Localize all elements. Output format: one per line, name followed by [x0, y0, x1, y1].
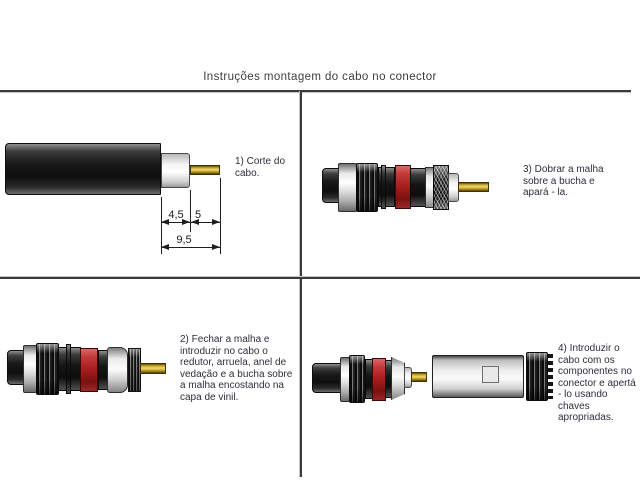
threaded-reducer — [349, 355, 365, 403]
dim-arrow — [191, 219, 199, 225]
dim-arrow — [161, 244, 169, 250]
bushing — [107, 347, 128, 393]
center-conductor — [140, 363, 166, 374]
hex-nut — [338, 163, 357, 212]
center-conductor — [190, 165, 220, 175]
vertical-divider — [300, 91, 302, 477]
washer-ridge — [66, 344, 71, 394]
extension-line — [161, 197, 162, 254]
body-flat-detail — [482, 366, 499, 383]
step1-instruction: 1) Corte do cabo. — [235, 156, 286, 179]
extension-line — [190, 190, 191, 232]
dim-value-pin: 5 — [194, 209, 202, 221]
center-conductor — [411, 372, 427, 382]
center-conductor — [458, 182, 489, 192]
horizontal-divider — [0, 277, 640, 279]
connector-coupling-thread — [526, 352, 548, 401]
ferrule-collar — [391, 357, 405, 400]
extension-line — [220, 178, 221, 254]
step2-instruction: 2) Fechar a malha e introduzir no cabo o… — [180, 334, 293, 403]
dim-value-dielectric: 4,5 — [168, 209, 184, 221]
cable-dielectric — [161, 153, 190, 188]
connector-body — [432, 355, 524, 398]
threaded-reducer — [356, 163, 378, 212]
cable-jacket — [312, 363, 342, 393]
step3-instruction: 3) Dobrar a malha sobre a bucha e apará … — [523, 164, 604, 198]
body-sleeve — [410, 168, 426, 207]
step4-instruction: 4) Introduzir o cabo com os componentes … — [558, 343, 636, 423]
hex-nut — [23, 345, 37, 393]
threaded-reducer — [36, 343, 59, 395]
seal-ring — [80, 348, 98, 392]
cable-jacket — [5, 143, 161, 195]
dim-value-total: 9,5 — [176, 234, 192, 246]
dim-line — [161, 247, 221, 248]
title-underline — [0, 90, 631, 92]
folded-braid — [433, 165, 449, 210]
dim-arrow — [161, 219, 169, 225]
dim-arrow — [182, 219, 190, 225]
body-sleeve — [385, 360, 392, 398]
dim-arrow — [212, 219, 220, 225]
dim-arrow — [212, 244, 220, 250]
thread-teeth — [548, 354, 553, 399]
seal-ring — [372, 358, 386, 401]
page-title: Instruções montagem do cabo no conector — [203, 71, 437, 83]
seal-ring — [395, 165, 411, 209]
washer-ridge — [381, 165, 386, 209]
